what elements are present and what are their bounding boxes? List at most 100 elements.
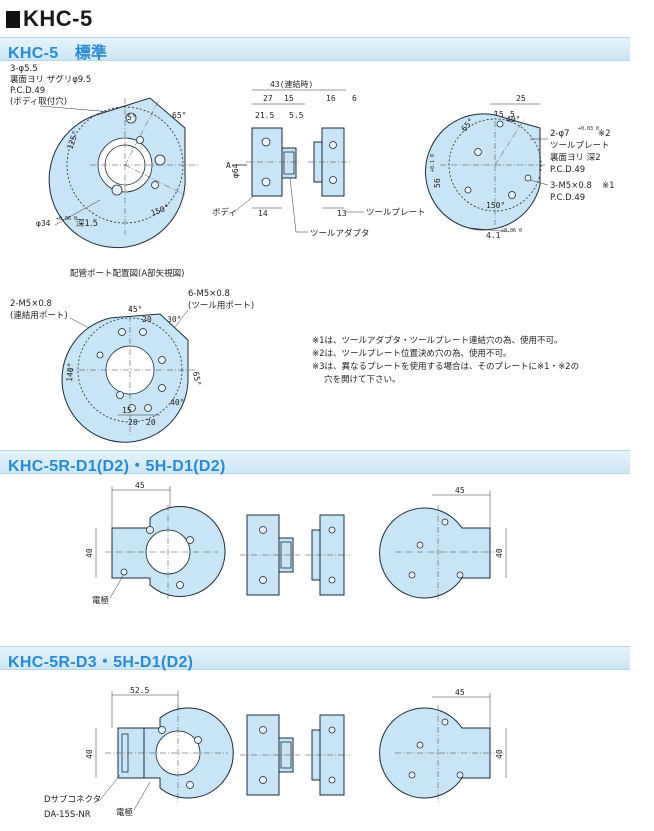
std-front-hole xyxy=(125,112,137,124)
svg-text:40: 40 xyxy=(85,548,94,558)
std-rear-hole xyxy=(524,174,532,182)
svg-text:穴を開けて下さい。: 穴を開けて下さい。 xyxy=(324,374,401,385)
svg-text:21.5: 21.5 xyxy=(255,111,274,120)
svg-text:27: 27 xyxy=(263,94,273,103)
svg-text:※3は、異なるプレートを使用する場合は、そのプレートに※1・: ※3は、異なるプレートを使用する場合は、そのプレートに※1・※2の xyxy=(312,361,579,372)
std-front-view: 3-φ5.5 裏面ヨリ ザグリφ9.5 P.C.D.49 (ボディ取付穴) 5°… xyxy=(10,64,200,249)
svg-text:25: 25 xyxy=(516,94,526,103)
std-rear-view: 25 15 5 40° 65° 150° 56 +0.1 0 4.1 +0.06… xyxy=(425,94,615,240)
svg-text:裏面ヨリ ザグリφ9.5: 裏面ヨリ ザグリφ9.5 xyxy=(10,74,91,85)
std-port-layout: 配管ポート配置図(A部矢視図) 2-M5×0.8 (連結用ポート) 6-M5×0… xyxy=(10,268,254,443)
svg-text:裏面ヨリ 深2: 裏面ヨリ 深2 xyxy=(550,152,601,163)
std-front-hole xyxy=(154,154,166,166)
svg-text:+0.1 0: +0.1 0 xyxy=(430,154,436,172)
svg-text:52.5: 52.5 xyxy=(130,686,149,695)
svg-text:φ64: φ64 xyxy=(231,163,240,178)
svg-text:6: 6 xyxy=(352,94,357,103)
svg-text:DA-15S-NR: DA-15S-NR xyxy=(44,810,91,820)
std-notes: ※1は、ツールアダプタ・ツールプレート連結穴の為、使用不可。 ※2は、ツールプレ… xyxy=(312,335,579,385)
std-rear-hole xyxy=(474,148,482,156)
svg-text:P.C.D.49: P.C.D.49 xyxy=(550,193,585,203)
svg-text:20: 20 xyxy=(128,418,138,427)
std-rear-hole xyxy=(496,120,504,128)
svg-text:13: 13 xyxy=(337,209,347,218)
page-title: KHC-5 xyxy=(6,6,93,32)
svg-text:40°: 40° xyxy=(506,115,520,124)
svg-text:3-M5×0.8: 3-M5×0.8 xyxy=(550,181,592,191)
svg-text:65°: 65° xyxy=(172,111,186,120)
svg-text:A: A xyxy=(226,161,231,170)
svg-text:5: 5 xyxy=(510,110,515,119)
svg-text:2-φ7: 2-φ7 xyxy=(550,129,570,139)
port-hole xyxy=(128,404,136,412)
svg-text:30°: 30° xyxy=(167,315,181,324)
svg-text:Dサブコネクタ: Dサブコネクタ xyxy=(44,794,101,805)
std-side-adapter xyxy=(281,147,297,179)
title-square-icon xyxy=(6,10,20,28)
svg-text:(ツール用ポート): (ツール用ポート) xyxy=(188,301,254,311)
svg-text:15: 15 xyxy=(494,110,504,119)
d1-left-view: 45 40 電極 xyxy=(85,481,226,606)
svg-text:43(連結時): 43(連結時) xyxy=(270,79,313,89)
port-hole xyxy=(96,351,104,359)
svg-text:6-M5×0.8: 6-M5×0.8 xyxy=(188,289,230,299)
port-hole xyxy=(158,356,166,364)
d3-side-view xyxy=(240,714,350,796)
svg-text:※1: ※1 xyxy=(602,181,615,191)
svg-text:5.5: 5.5 xyxy=(289,111,304,120)
port-hole xyxy=(158,384,166,392)
svg-text:ボディ: ボディ xyxy=(212,207,237,218)
section-header-d1: KHC-5R-D1(D2)・5H-D1(D2) xyxy=(0,450,630,475)
svg-text:20: 20 xyxy=(146,418,156,427)
svg-text:+0.06 0: +0.06 0 xyxy=(56,216,77,222)
svg-text:ツールプレート: ツールプレート xyxy=(550,141,610,151)
title-text: KHC-5 xyxy=(23,6,93,31)
svg-text:(ボディ取付穴): (ボディ取付穴) xyxy=(10,96,67,107)
port-hole xyxy=(139,328,147,336)
svg-text:+0.06 0: +0.06 0 xyxy=(501,228,522,234)
svg-text:15: 15 xyxy=(122,406,132,415)
svg-text:※2: ※2 xyxy=(598,129,611,139)
svg-text:140°: 140° xyxy=(65,362,76,382)
svg-text:P.C.D.49: P.C.D.49 xyxy=(10,86,45,96)
svg-text:2-M5×0.8: 2-M5×0.8 xyxy=(10,299,52,309)
svg-text:φ34: φ34 xyxy=(36,219,51,228)
svg-text:45: 45 xyxy=(455,486,465,495)
port-hole xyxy=(144,404,152,412)
svg-text:※2は、ツールプレート位置決め穴の為、使用不可。: ※2は、ツールプレート位置決め穴の為、使用不可。 xyxy=(312,348,512,359)
svg-text:5°: 5° xyxy=(127,113,137,122)
svg-text:(連結用ポート): (連結用ポート) xyxy=(10,310,68,321)
svg-text:20: 20 xyxy=(142,315,152,324)
svg-text:電極: 電極 xyxy=(116,807,134,818)
std-front-hole xyxy=(151,181,159,189)
svg-text:40: 40 xyxy=(495,749,504,759)
d1-right-body xyxy=(379,507,491,599)
d3-right-view: 45 40 xyxy=(379,688,507,802)
svg-text:深1.5: 深1.5 xyxy=(76,219,98,229)
std-front-hole xyxy=(136,136,144,144)
port-hole xyxy=(118,328,126,336)
svg-text:+0.03 0: +0.03 0 xyxy=(578,126,599,132)
svg-text:40: 40 xyxy=(495,548,504,558)
svg-text:電極: 電極 xyxy=(92,595,110,606)
section-header-standard: KHC-5 標準 xyxy=(0,37,630,62)
d1-side-view xyxy=(240,514,350,596)
svg-text:4.1: 4.1 xyxy=(486,231,501,240)
svg-text:45: 45 xyxy=(135,481,145,490)
svg-text:65°: 65° xyxy=(191,371,202,387)
port-hole xyxy=(116,391,124,399)
svg-text:ツールアダプタ: ツールアダプタ xyxy=(310,228,370,239)
svg-text:※1は、ツールアダプタ・ツールプレート連結穴の為、使用不可。: ※1は、ツールアダプタ・ツールプレート連結穴の為、使用不可。 xyxy=(312,335,563,346)
svg-text:40: 40 xyxy=(85,749,94,759)
svg-text:ツールプレート: ツールプレート xyxy=(366,208,426,218)
svg-text:45: 45 xyxy=(455,688,465,697)
svg-text:45°: 45° xyxy=(128,305,142,314)
svg-text:40°: 40° xyxy=(170,398,184,407)
std-rear-hole xyxy=(464,186,472,194)
svg-text:3-φ5.5: 3-φ5.5 xyxy=(10,64,38,74)
svg-text:14: 14 xyxy=(258,209,268,218)
std-rear-hole xyxy=(508,191,516,199)
std-rear-body xyxy=(425,113,541,231)
svg-text:150°: 150° xyxy=(486,201,505,210)
